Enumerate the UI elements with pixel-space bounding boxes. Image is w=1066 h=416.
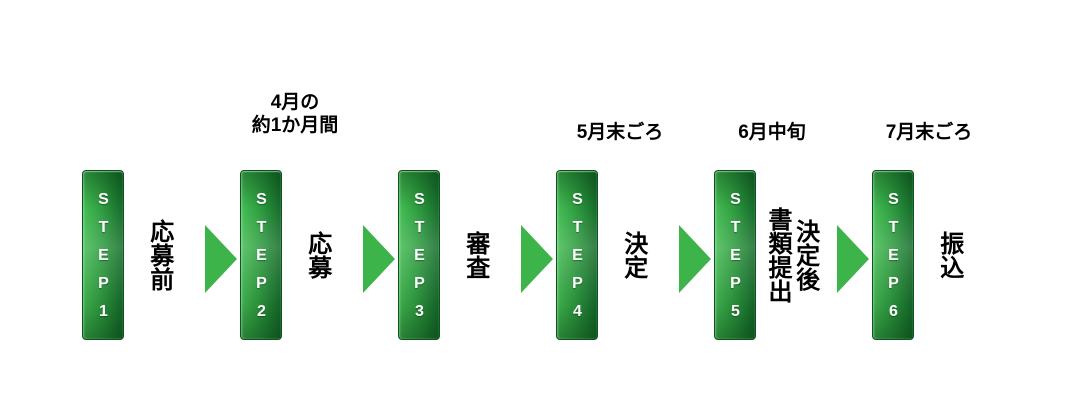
phase-column: 決定後 (791, 219, 819, 291)
step-bar-label: STEP1 (95, 190, 112, 331)
arrow-right-icon (521, 225, 553, 293)
step-bar-label: STEP6 (885, 190, 902, 331)
phase-column: 振込 (935, 231, 963, 279)
phase-label-3: 審査 (446, 170, 504, 340)
phase-label-5: 決定後 書類提出 (762, 170, 820, 340)
step-bar-label: STEP5 (727, 190, 744, 331)
schedule-line: 4月の (270, 92, 320, 114)
phase-column: 応募 (303, 231, 331, 279)
phase-label-4: 決定 (604, 170, 662, 340)
phase-text: 審査 (461, 231, 489, 279)
step-bar-label: STEP3 (411, 190, 428, 331)
schedule-line: 5月末ごろ (576, 122, 664, 144)
phase-column: 書類提出 (764, 207, 791, 303)
schedule-line: 6月中旬 (738, 122, 806, 144)
phase-text: 決定 (619, 231, 647, 279)
schedule-line: 7月末ごろ (885, 122, 973, 144)
arrow-right-icon (363, 225, 395, 293)
step-bar-2: STEP2 (240, 170, 282, 340)
phase-column: 決定 (619, 231, 647, 279)
arrow-right-icon (205, 225, 237, 293)
phase-column: 応募前 (145, 219, 173, 291)
schedule-label-step2: 4月の 約1か月間 (215, 92, 375, 138)
step-bar-label: STEP4 (569, 190, 586, 331)
arrow-right-icon (837, 225, 869, 293)
phase-label-6: 振込 (920, 170, 978, 340)
schedule-label-step6: 7月末ごろ (849, 122, 1009, 145)
step-bar-6: STEP6 (872, 170, 914, 340)
step-bar-1: STEP1 (82, 170, 124, 340)
phase-text: 応募前 (145, 219, 173, 291)
step-bar-4: STEP4 (556, 170, 598, 340)
phase-label-2: 応募 (288, 170, 346, 340)
phase-text: 決定後 書類提出 (763, 207, 819, 303)
phase-column: 審査 (461, 231, 489, 279)
schedule-label-step5: 6月中旬 (692, 122, 852, 145)
step-bar-5: STEP5 (714, 170, 756, 340)
schedule-line: 約1か月間 (251, 115, 339, 137)
schedule-label-step4: 5月末ごろ (540, 122, 700, 145)
phase-text: 応募 (303, 231, 331, 279)
phase-label-1: 応募前 (130, 170, 188, 340)
step-bar-label: STEP2 (253, 190, 270, 331)
step-bar-3: STEP3 (398, 170, 440, 340)
phase-text: 振込 (935, 231, 963, 279)
arrow-right-icon (679, 225, 711, 293)
